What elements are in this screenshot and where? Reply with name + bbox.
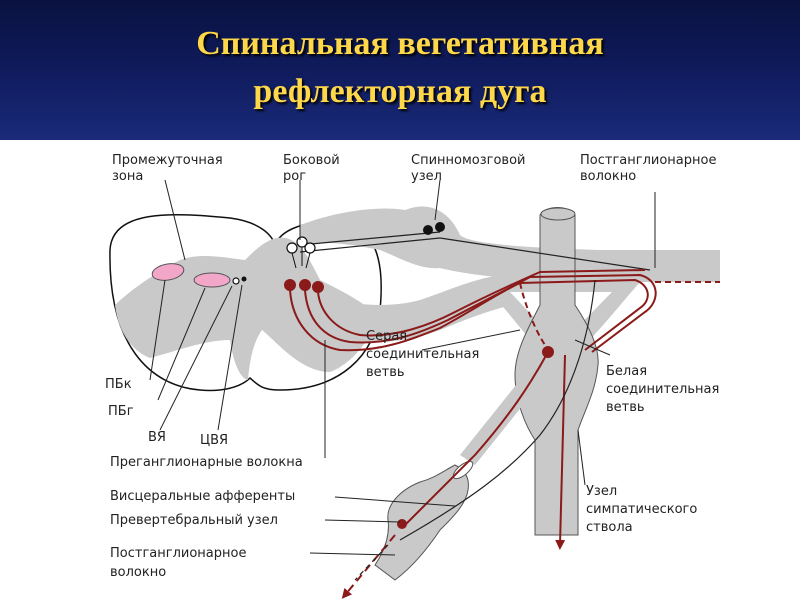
label-lateral-horn-1: Боковой (283, 153, 340, 168)
sympathetic-trunk (514, 207, 599, 536)
label-trunk-ganglion-1: Узел (586, 484, 617, 499)
label-trunk-ganglion-2: симпатического (586, 502, 697, 517)
trunk-ganglion-top (540, 207, 576, 221)
title-banner: Спинальная вегетативная рефлекторная дуг… (0, 0, 800, 140)
vya-dot (232, 277, 240, 285)
label-spinal-ganglion-1: Спинномозговой (411, 153, 526, 168)
tsvya-dot (241, 276, 247, 282)
spinal-ganglion-cell-2 (435, 222, 445, 232)
label-spinal-ganglion-2: узел (411, 169, 442, 184)
label-prevertebral-ganglion: Превертебральный узел (110, 513, 278, 528)
pbk-nucleus (151, 263, 185, 281)
label-vya: ВЯ (148, 430, 166, 445)
prevertebral-synapse (397, 519, 407, 529)
label-postganglionic-bottom-2: волокно (110, 565, 166, 580)
diagram-labels: Промежуточная зона Боковой рог Спинномоз… (105, 153, 719, 580)
label-preganglionic: Преганглионарные волокна (110, 455, 303, 470)
dorsal-root (300, 206, 720, 282)
preganglionic-cell-1 (284, 279, 296, 291)
label-pbg: ПБг (108, 404, 134, 419)
label-white-ramus-1: Белая (606, 364, 647, 379)
label-gray-ramus-1: Серая (366, 329, 407, 344)
label-intermediate-zone-2: зона (112, 169, 143, 184)
label-tsvya: ЦВЯ (200, 433, 228, 448)
label-white-ramus-3: ветвь (606, 400, 645, 415)
prevertebral-ganglion-shape (374, 464, 469, 581)
label-gray-ramus-2: соединительная (366, 347, 479, 362)
title-line-2: рефлекторная дуга (253, 73, 547, 110)
leader-lines (149, 179, 656, 556)
spinal-cord (109, 213, 382, 392)
slide-title: Спинальная вегетативная рефлекторная дуг… (0, 20, 800, 116)
label-visceral-afferents: Висцеральные афференты (110, 489, 295, 504)
title-line-1: Спинальная вегетативная (196, 25, 604, 62)
prevertebral-cut-end (452, 460, 474, 480)
lateral-horn-cell-1 (286, 242, 298, 254)
label-gray-ramus-3: ветвь (366, 365, 405, 380)
reflex-arc-diagram: Промежуточная зона Боковой рог Спинномоз… (105, 153, 720, 599)
label-pbk: ПБк (105, 377, 132, 392)
preganglionic-fibers (284, 269, 720, 599)
label-postganglionic-bottom-1: Постганглионарное (110, 546, 246, 561)
lateral-horn-cell-3 (304, 242, 316, 254)
label-lateral-horn-2: рог (283, 169, 306, 184)
preganglionic-cell-2 (299, 279, 311, 291)
preganglionic-cell-3 (312, 281, 324, 293)
label-postganglionic-top-2: волокно (580, 169, 636, 184)
label-intermediate-zone-1: Промежуточная (112, 153, 223, 168)
spinal-ganglion-cell-1 (423, 225, 433, 235)
label-postganglionic-top-1: Постганглионарное (580, 153, 716, 168)
label-trunk-ganglion-3: ствола (586, 520, 633, 535)
pbg-nucleus (193, 272, 231, 288)
ventral-root (330, 275, 540, 342)
label-white-ramus-2: соединительная (606, 382, 719, 397)
visceral-afferent-fibers (354, 279, 596, 581)
